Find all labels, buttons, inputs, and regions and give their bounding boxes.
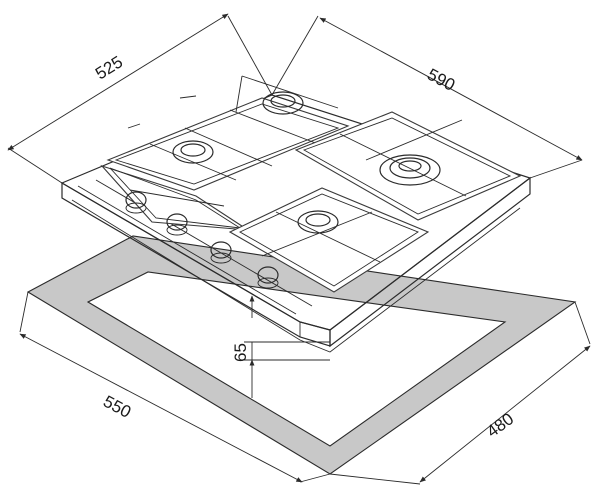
dimension-build-in-height: 65 — [231, 295, 330, 398]
burner-back — [262, 91, 304, 115]
dimension-cutout-width: 550 — [19, 291, 331, 483]
label-cutout-width: 550 — [100, 392, 134, 422]
knob — [210, 241, 232, 264]
knob — [125, 191, 147, 214]
label-cutout-depth: 480 — [483, 409, 517, 441]
label-build-in-height: 65 — [231, 343, 250, 362]
knob — [257, 266, 279, 289]
burner-front — [297, 210, 339, 234]
control-knobs — [125, 191, 279, 289]
knob — [166, 213, 188, 236]
dimension-cutout-depth: 480 — [329, 301, 591, 485]
label-hob-depth: 525 — [92, 52, 126, 83]
